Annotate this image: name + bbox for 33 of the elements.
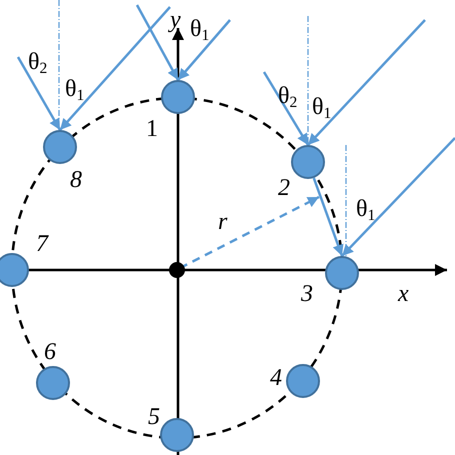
element-number: 5 bbox=[148, 405, 160, 429]
sensor-circle bbox=[36, 366, 70, 400]
arrow bbox=[341, 137, 455, 257]
arrow bbox=[262, 71, 310, 146]
arrow bbox=[312, 178, 344, 256]
arrow bbox=[59, 6, 171, 131]
element-number: 1 bbox=[146, 117, 158, 141]
angle-label: θ$_{1}$ bbox=[356, 197, 376, 224]
arrow bbox=[307, 19, 426, 146]
angle-label: θ$_{2}$ bbox=[278, 84, 298, 110]
sensor-circle bbox=[43, 130, 77, 164]
sensor-circle bbox=[286, 364, 320, 398]
sensor-circle bbox=[0, 253, 29, 287]
element-number: 2 bbox=[278, 176, 290, 200]
angle-label: θ$_{2}$ bbox=[28, 50, 48, 76]
angle-label: θ$_{1}$ bbox=[312, 95, 332, 122]
sensor-circle bbox=[160, 418, 194, 452]
sensor-circle bbox=[325, 256, 359, 290]
arrow bbox=[16, 56, 62, 131]
element-number: 6 bbox=[44, 340, 56, 364]
element-number: 8 bbox=[70, 168, 82, 192]
axis-label: x bbox=[398, 282, 409, 306]
axis-label: y bbox=[170, 8, 181, 32]
axis-label: r bbox=[218, 210, 228, 234]
arrow bbox=[136, 4, 180, 81]
sensor-circle bbox=[161, 80, 195, 114]
sensor-circle bbox=[291, 145, 325, 179]
arrow bbox=[177, 19, 231, 81]
element-number: 4 bbox=[270, 366, 282, 390]
element-number: 7 bbox=[36, 232, 48, 256]
angle-label: θ$_{1}$ bbox=[65, 77, 84, 104]
element-number: 3 bbox=[301, 282, 313, 306]
angle-label: θ$_{1}$ bbox=[190, 17, 210, 44]
